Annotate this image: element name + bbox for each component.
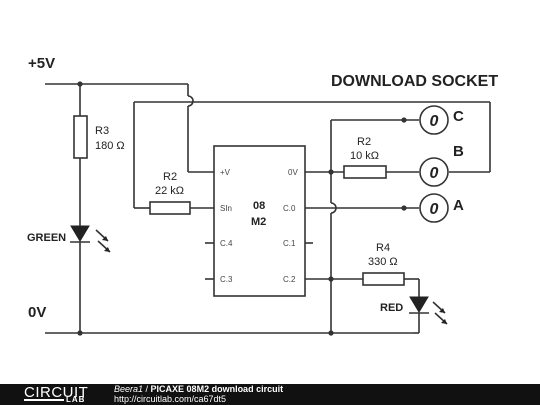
pin-c4: C.4 xyxy=(220,239,233,248)
terminal-a xyxy=(419,193,449,223)
red-led-label: RED xyxy=(380,302,403,314)
r3-resistor xyxy=(73,115,88,159)
r2-left-resistor xyxy=(149,201,191,215)
green-led xyxy=(70,225,111,253)
terminal-b-label: B xyxy=(453,143,464,160)
pin-vplus: +V xyxy=(220,168,231,177)
zero-label: 0V xyxy=(28,304,46,321)
terminal-c xyxy=(419,105,449,135)
terminal-c-symbol: 0 xyxy=(430,113,439,130)
footer-bar: CIRCUIT LAB Beera1 / PICAXE 08M2 downloa… xyxy=(0,384,540,405)
r2-right-value: 10 kΩ xyxy=(350,150,379,162)
terminal-b-symbol: 0 xyxy=(430,165,439,182)
terminal-c-label: C xyxy=(453,108,464,125)
pin-c2: C.2 xyxy=(283,275,296,284)
r4-value: 330 Ω xyxy=(368,256,398,268)
r4-name: R4 xyxy=(376,242,390,254)
chip-label-line2: M2 xyxy=(251,216,266,228)
download-socket-title: DOWNLOAD SOCKET xyxy=(331,73,498,90)
footer-title-line: Beera1 / PICAXE 08M2 download circuit xyxy=(114,384,283,394)
circuitlab-logo[interactable]: CIRCUIT xyxy=(24,384,89,401)
terminal-a-symbol: 0 xyxy=(430,201,439,218)
r2-left-name: R2 xyxy=(163,171,177,183)
chip-label-line1: 08 xyxy=(253,200,265,212)
picaxe-chip xyxy=(213,145,306,297)
r4-resistor xyxy=(362,272,405,286)
terminal-b xyxy=(419,157,449,187)
green-led-label: GREEN xyxy=(27,232,66,244)
terminal-a-label: A xyxy=(453,197,464,214)
r2-right-name: R2 xyxy=(357,136,371,148)
pin-c1: C.1 xyxy=(283,239,296,248)
pin-sin: SIn xyxy=(220,204,232,213)
pin-c3: C.3 xyxy=(220,275,233,284)
circuit-name: PICAXE 08M2 download circuit xyxy=(150,384,284,394)
footer-separator: / xyxy=(143,384,151,394)
vplus-label: +5V xyxy=(28,55,55,72)
r2-left-value: 22 kΩ xyxy=(155,185,184,197)
circuit-url[interactable]: http://circuitlab.com/ca67dt5 xyxy=(114,394,227,404)
r2-right-resistor xyxy=(343,165,387,179)
r3-value: 180 Ω xyxy=(95,140,125,152)
red-led xyxy=(409,296,448,325)
logo-underline xyxy=(24,399,64,401)
pin-c0: C.0 xyxy=(283,204,296,213)
circuitlab-logo-sub: LAB xyxy=(66,395,86,404)
author-link[interactable]: Beera1 xyxy=(114,384,144,394)
r3-name: R3 xyxy=(95,125,109,137)
pin-0v: 0V xyxy=(288,168,298,177)
